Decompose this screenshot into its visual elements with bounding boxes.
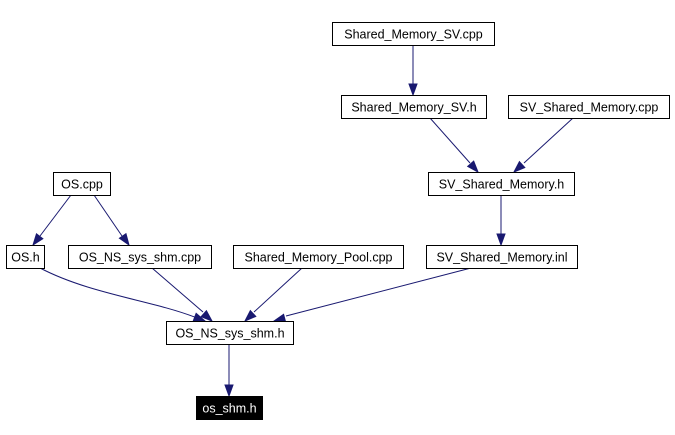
edge-shared_memory_sv_h-to-sv_shared_memory_h bbox=[429, 117, 479, 174]
arrowhead-icon bbox=[512, 160, 526, 173]
node-os-ns-sys-shm-cpp[interactable]: OS_NS_sys_shm.cpp bbox=[68, 245, 212, 269]
node-box[interactable] bbox=[6, 245, 45, 269]
arrowhead-icon bbox=[192, 312, 207, 322]
arrowhead-icon bbox=[408, 83, 418, 97]
node-shared-memory-sv-h[interactable]: Shared_Memory_SV.h bbox=[341, 95, 487, 119]
node-label: os_shm.h bbox=[202, 402, 256, 416]
node-box[interactable] bbox=[428, 172, 575, 196]
edge-line bbox=[93, 194, 123, 237]
edge-line bbox=[39, 194, 72, 237]
edge-os_ns_sys_shm_h-to-os_shm_h bbox=[224, 344, 234, 398]
arrowhead-icon bbox=[466, 160, 479, 174]
node-shared-memory-sv-cpp[interactable]: Shared_Memory_SV.cpp bbox=[332, 22, 495, 46]
edge-line bbox=[151, 267, 204, 313]
node-label: OS_NS_sys_shm.h bbox=[175, 327, 284, 341]
node-os-ns-sys-shm-h[interactable]: OS_NS_sys_shm.h bbox=[166, 321, 294, 345]
node-sv-shared-memory-inl[interactable]: SV_Shared_Memory.inl bbox=[426, 245, 578, 269]
edge-line bbox=[39, 267, 195, 318]
node-shared-memory-pool-cpp[interactable]: Shared_Memory_Pool.cpp bbox=[233, 245, 404, 269]
arrowhead-icon bbox=[243, 309, 257, 322]
arrowhead-icon bbox=[272, 313, 287, 323]
node-sv-shared-memory-h[interactable]: SV_Shared_Memory.h bbox=[428, 172, 575, 196]
node-box[interactable] bbox=[68, 245, 212, 269]
edge-os_cpp-to-os_ns_sys_shm_cpp bbox=[93, 194, 130, 247]
node-sv-shared-memory-cpp[interactable]: SV_Shared_Memory.cpp bbox=[508, 95, 670, 119]
node-label: OS_NS_sys_shm.cpp bbox=[79, 251, 201, 265]
edge-shared_memory_pool_cpp-to-os_ns_sys_shm_h bbox=[243, 267, 303, 322]
node-os-shm-h[interactable]: os_shm.h bbox=[196, 396, 263, 420]
node-label: Shared_Memory_Pool.cpp bbox=[245, 251, 393, 265]
arrowhead-icon bbox=[200, 309, 214, 322]
node-label: Shared_Memory_SV.h bbox=[351, 101, 476, 115]
node-box[interactable] bbox=[166, 321, 294, 345]
arrowhead-icon bbox=[224, 384, 234, 398]
node-label: OS.h bbox=[11, 251, 40, 265]
edge-shared_memory_sv_cpp-to-shared_memory_sv_h bbox=[408, 45, 418, 97]
edge-os_ns_sys_shm_cpp-to-os_ns_sys_shm_h bbox=[151, 267, 214, 322]
edge-line bbox=[253, 267, 303, 313]
edge-line bbox=[523, 117, 574, 164]
node-label: SV_Shared_Memory.cpp bbox=[520, 101, 659, 115]
edge-sv_shared_memory_h-to-sv_shared_memory_inl bbox=[496, 195, 506, 247]
node-box[interactable] bbox=[233, 245, 404, 269]
node-box[interactable] bbox=[508, 95, 670, 119]
arrowhead-icon bbox=[118, 232, 130, 247]
edge-line bbox=[429, 117, 471, 164]
edge-line bbox=[285, 267, 472, 317]
node-box[interactable] bbox=[53, 172, 111, 196]
edges-layer bbox=[32, 45, 574, 398]
arrowhead-icon bbox=[32, 232, 44, 247]
edge-os_cpp-to-os_h bbox=[32, 194, 72, 247]
arrowhead-icon bbox=[496, 233, 506, 247]
node-label: SV_Shared_Memory.h bbox=[439, 178, 565, 192]
node-os-h[interactable]: OS.h bbox=[6, 245, 45, 269]
edge-sv_shared_memory_cpp-to-sv_shared_memory_h bbox=[512, 117, 574, 173]
node-box[interactable] bbox=[341, 95, 487, 119]
node-os-cpp[interactable]: OS.cpp bbox=[53, 172, 111, 196]
node-label: SV_Shared_Memory.inl bbox=[436, 251, 567, 265]
node-label: Shared_Memory_SV.cpp bbox=[344, 28, 483, 42]
node-box[interactable] bbox=[332, 22, 495, 46]
node-label: OS.cpp bbox=[61, 178, 103, 192]
node-box[interactable] bbox=[426, 245, 578, 269]
edge-sv_shared_memory_inl-to-os_ns_sys_shm_h bbox=[272, 267, 472, 323]
edge-os_h-to-os_ns_sys_shm_h bbox=[39, 267, 207, 322]
node-box[interactable] bbox=[196, 396, 263, 420]
